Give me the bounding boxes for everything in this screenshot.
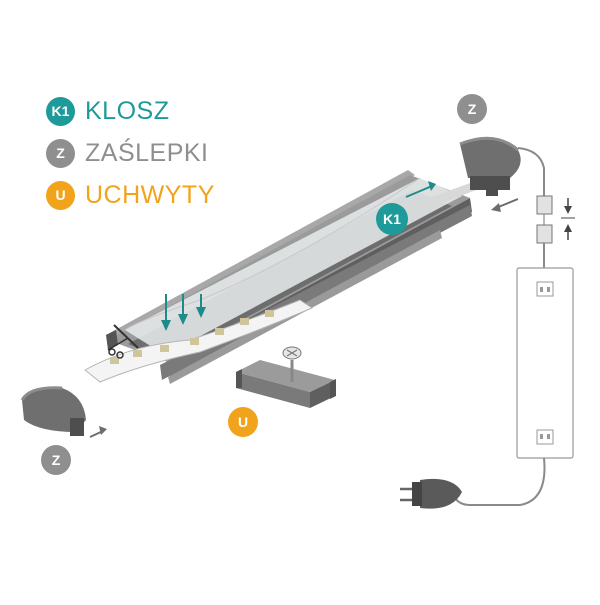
screw-icon <box>282 346 302 382</box>
clip-base <box>236 360 335 392</box>
badge-z-bottom: Z <box>41 445 71 475</box>
arrow-icon <box>405 181 436 198</box>
legend-badge-u: U <box>46 180 75 210</box>
scissors-icon <box>107 324 139 359</box>
cable-cap <box>517 147 545 200</box>
legend-label-zaslepki: ZAŚLEPKI <box>85 138 209 167</box>
legend-item-klosz: K1 KLOSZ <box>46 96 215 126</box>
legend-label-uchwyty: UCHWYTY <box>85 180 215 209</box>
arrow-icon <box>491 198 519 212</box>
arrow-icon <box>561 198 575 240</box>
clip-side <box>310 380 335 408</box>
connector-icon <box>536 195 553 244</box>
connector-female <box>536 224 553 244</box>
arrow-icon <box>196 294 206 318</box>
legend-badge-z: Z <box>46 138 75 168</box>
cable-mains <box>454 457 546 506</box>
end-cap-top <box>459 136 521 196</box>
led-strip <box>84 299 314 383</box>
badge-u: U <box>228 407 258 437</box>
arrow-icon <box>161 294 171 331</box>
mounting-clip <box>236 360 336 408</box>
insert-arrows <box>161 181 436 331</box>
clip-front <box>236 372 310 408</box>
legend: K1 KLOSZ Z ZAŚLEPKI U UCHWYTY <box>46 96 215 224</box>
legend-item-uchwyty: U UCHWYTY <box>46 180 215 210</box>
badge-k1: K1 <box>376 203 408 235</box>
led-chip <box>160 345 169 352</box>
end-cap-top-body <box>460 138 521 178</box>
end-cap-bottom <box>20 386 86 436</box>
led-chip <box>190 338 199 345</box>
power-supply-icon <box>516 267 574 459</box>
arrow-icon <box>89 426 107 438</box>
arrow-icon <box>178 294 188 325</box>
end-cap-top-plug <box>470 176 510 190</box>
led-chip <box>133 350 142 357</box>
plug-body <box>420 478 462 509</box>
connector-male <box>536 195 553 215</box>
plug-icon <box>400 478 462 509</box>
diffuser-edge <box>124 177 421 331</box>
legend-label-klosz: KLOSZ <box>85 96 170 125</box>
led-chip <box>240 318 249 325</box>
badge-z-top: Z <box>457 94 487 124</box>
led-chip <box>265 310 274 317</box>
legend-item-zaslepki: Z ZAŚLEPKI <box>46 138 215 168</box>
led-chip <box>215 328 224 335</box>
led-chip <box>110 357 119 364</box>
legend-badge-k1: K1 <box>46 96 75 126</box>
